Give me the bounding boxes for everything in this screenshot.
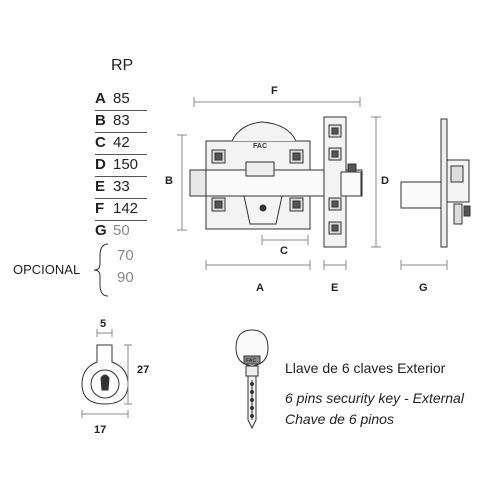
spec-value: 33 xyxy=(113,178,130,195)
spec-key: D xyxy=(95,156,106,173)
lock-side-view xyxy=(400,118,471,248)
dim-label-b: B xyxy=(165,175,173,187)
spec-value: 50 xyxy=(113,222,130,239)
spec-value: 150 xyxy=(113,156,139,173)
key-caption-es: Llave de 6 claves Exterior xyxy=(285,360,446,376)
spec-value: 85 xyxy=(113,90,130,107)
spec-key: B xyxy=(95,112,106,129)
key-illustration xyxy=(235,329,269,430)
spec-key: A xyxy=(95,90,106,107)
dim-label-a: A xyxy=(256,282,264,294)
spec-key: G xyxy=(95,222,107,239)
dimension-lines xyxy=(177,97,448,270)
spec-key: E xyxy=(95,178,106,195)
spec-value: 83 xyxy=(113,112,130,129)
optional-value: 70 xyxy=(117,247,134,264)
spec-row-c: C 42 xyxy=(95,132,147,155)
key-caption-pt: Chave de 6 pinos xyxy=(285,411,394,427)
spec-row-b: B 83 xyxy=(95,110,147,133)
spec-row-e: E 33 xyxy=(95,176,147,199)
optional-value: 90 xyxy=(117,269,134,286)
brand-text-lock: FAC xyxy=(253,143,267,150)
spec-value: 42 xyxy=(113,134,130,151)
spec-key: F xyxy=(95,200,105,217)
dim-label-f: F xyxy=(271,85,278,97)
spec-row-a: A 85 xyxy=(95,88,147,111)
dim-label-g: G xyxy=(419,282,428,294)
brand-mark-key: FAC xyxy=(246,358,256,364)
dim-label-d: D xyxy=(381,175,389,187)
dim-label-e: E xyxy=(331,282,339,294)
spec-row-g: G 50 xyxy=(95,220,147,242)
dim-label-c: C xyxy=(280,245,288,257)
brand-mark-lock: FAC xyxy=(253,143,267,150)
model-code: RP xyxy=(111,57,134,74)
optional-label: OPCIONAL xyxy=(13,262,81,277)
cylinder-width-label: 5 xyxy=(100,318,107,330)
spec-value: 142 xyxy=(113,200,139,217)
cylinder-diameter-label: 17 xyxy=(94,424,107,436)
optional-brace xyxy=(93,243,109,297)
spec-row-d: D 150 xyxy=(95,154,147,177)
spec-key: C xyxy=(95,134,106,151)
brand-text-key: FAC xyxy=(246,358,256,364)
spec-row-f: F 142 xyxy=(95,198,147,221)
cylinder-profile xyxy=(81,329,132,418)
key-caption-en: 6 pins security key - External xyxy=(285,390,464,406)
cylinder-height-label: 27 xyxy=(137,364,150,376)
lock-front-view xyxy=(189,116,363,248)
